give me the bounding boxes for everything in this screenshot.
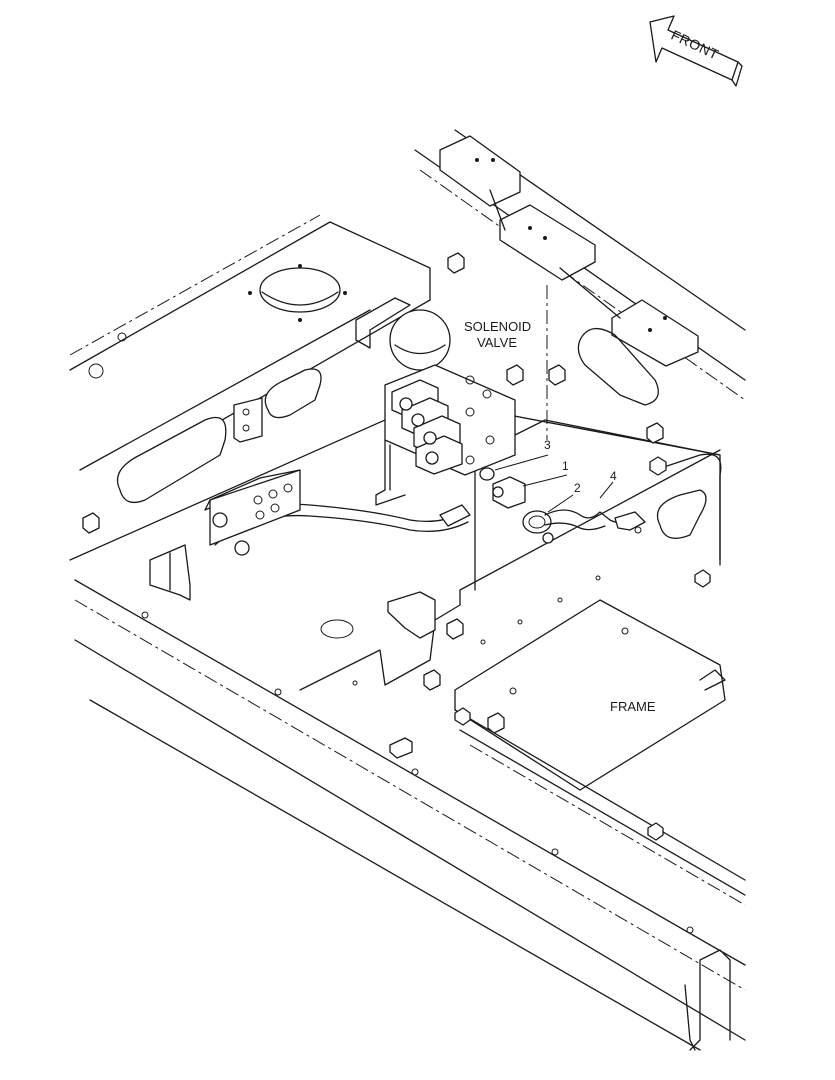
callout-1: 1	[562, 459, 569, 473]
callout-4: 4	[610, 469, 617, 483]
upper-plate	[69, 214, 659, 504]
upper-rail	[414, 129, 746, 401]
hose-line	[149, 469, 471, 601]
pressure-switch-part	[522, 510, 552, 534]
callout-3: 3	[544, 438, 551, 452]
frame-plate	[454, 599, 746, 906]
solenoid-valve-assembly	[375, 285, 548, 506]
adapter-part	[492, 476, 526, 509]
front-arrow-icon: FRONT	[649, 15, 743, 87]
lower-beam	[69, 399, 746, 1051]
valve-label: VALVE	[477, 335, 517, 350]
pressure-switch-parts: 3 1 2 4	[479, 438, 646, 544]
solenoid-label: SOLENOID	[464, 319, 531, 334]
nut-blocks	[82, 252, 711, 841]
frame-label: FRAME	[610, 699, 656, 714]
o-ring-part	[479, 467, 495, 481]
callout-2: 2	[574, 481, 581, 495]
center-bracket	[299, 419, 722, 691]
harness-connector	[614, 511, 646, 531]
